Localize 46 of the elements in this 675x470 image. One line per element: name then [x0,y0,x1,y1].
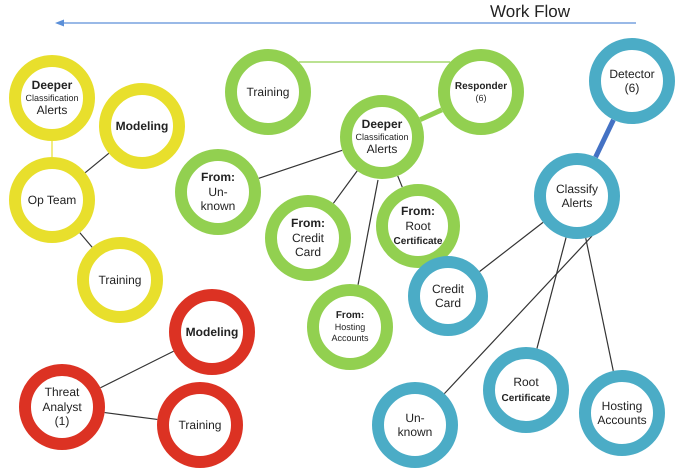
node-label: Op Team [28,192,76,208]
node-label: Credit Card [430,282,465,310]
node-label: Training [246,84,290,100]
node-label: From: [201,170,235,185]
node-label: Deeper [32,78,72,93]
diagram-title: Work Flow [490,2,570,22]
node-label: Hosting Accounts [596,398,648,428]
node-label: Un- known [200,184,236,214]
node-label: Root Certificate [392,218,444,248]
node-label: Credit Card [290,230,325,260]
connector-line [332,170,358,204]
node-label: Responder [454,80,508,93]
connector-line [536,237,567,349]
node-label: Alerts [36,103,68,118]
node-label: Detector (6) [608,66,656,96]
node-label: Classification [25,92,79,104]
connector-line [444,236,592,394]
connector-line [84,152,110,174]
node-label: Hosting Accounts [330,322,370,344]
node-label: Threat Analyst (1) [41,385,83,429]
connector-line [258,150,342,179]
node-label: Classification [355,132,409,142]
node-label: Classify Alerts [554,182,599,210]
node-label: Modeling [116,118,168,134]
node-label: From: [401,204,435,218]
node-label: Modeling [186,324,238,340]
node-label: Root Certificate [500,375,552,405]
connector-line [100,350,174,388]
node-label: Alerts [366,142,398,157]
connector-line [357,180,379,285]
node-label: Training [98,272,142,288]
connector-line [79,232,93,248]
node-label: From: [336,310,364,322]
connector-line [51,141,53,157]
node-label: Deeper [362,117,402,132]
connector-line [419,108,443,122]
connector-line [397,176,403,188]
connector-line [479,222,544,272]
node-label: (6) [476,92,486,104]
node-label: Training [178,418,222,432]
node-label: From: [291,216,325,231]
node-label: Un- known [396,410,434,440]
connector-line [104,412,158,420]
connector-line [593,118,616,158]
connector-line [298,61,450,63]
connector-line [585,238,614,372]
